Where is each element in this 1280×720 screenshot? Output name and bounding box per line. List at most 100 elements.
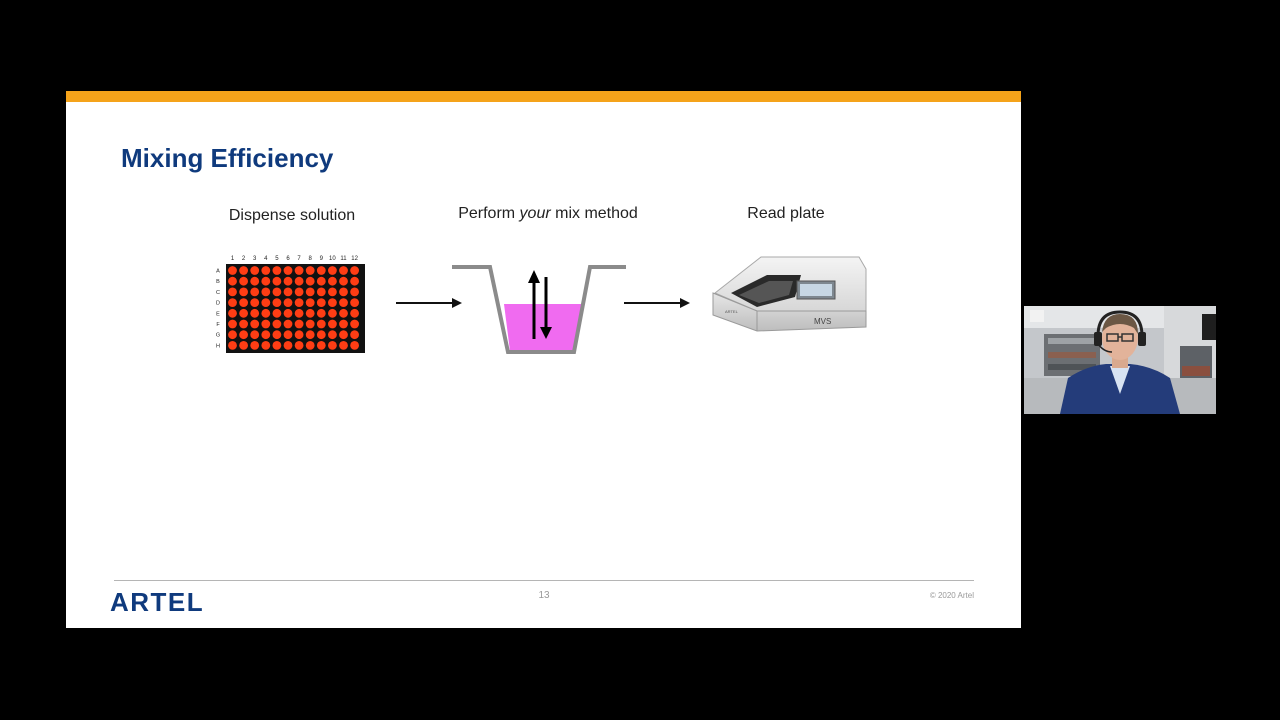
plate-well [272, 276, 282, 286]
plate-well [228, 266, 237, 275]
plate-well [316, 287, 326, 297]
plate-well [239, 319, 248, 329]
plate-well [228, 308, 237, 318]
plate-well [283, 330, 293, 340]
plate-well [350, 319, 359, 329]
up-arrow-icon [528, 270, 540, 283]
plate-well [305, 330, 315, 340]
plate-well [239, 287, 248, 297]
plate-well [250, 341, 260, 350]
plate-well [328, 330, 337, 340]
plate-row-label: F [216, 322, 220, 328]
plate-well [305, 266, 315, 275]
step-label-mix-suffix: mix method [550, 205, 638, 222]
plate-well [294, 298, 304, 307]
plate-well [339, 308, 348, 318]
plate-well [294, 276, 304, 286]
plate-well [228, 330, 237, 340]
step-label-read: Read plate [747, 205, 825, 222]
plate-well [250, 330, 260, 340]
plate-wells [228, 266, 359, 350]
footer-divider [114, 580, 974, 581]
plate-well [261, 287, 271, 297]
copyright-text: © 2020 Artel [929, 591, 974, 600]
plate-well [228, 341, 237, 350]
plate-well [328, 266, 337, 275]
plate-well [239, 276, 248, 286]
plate-well [316, 276, 326, 286]
plate-well [261, 330, 271, 340]
plate-column-label: 4 [264, 256, 268, 262]
plate-well [350, 330, 359, 340]
plate-well [339, 341, 348, 350]
plate-well [339, 287, 348, 297]
plate-well [305, 287, 315, 297]
plate-well [272, 319, 282, 329]
plate-well [228, 287, 237, 297]
plate-well [272, 341, 282, 350]
plate-well [328, 308, 337, 318]
step-label-mix-prefix: Perform [458, 205, 520, 222]
reader-model-label: MVS [814, 317, 831, 326]
plate-well [272, 266, 282, 275]
plate-well [328, 287, 337, 297]
plate-well [316, 319, 326, 329]
plate-well [283, 319, 293, 329]
presentation-slide: Mixing Efficiency Dispense solution Perf… [66, 91, 1021, 628]
plate-row-label: E [216, 311, 220, 317]
plate-well [350, 298, 359, 307]
plate-well [283, 287, 293, 297]
plate-well [339, 266, 348, 275]
presenter-webcam-video[interactable] [1024, 306, 1216, 414]
plate-row-label: D [216, 301, 220, 307]
step-label-mix: Perform your mix method [458, 205, 638, 223]
plate-well [250, 276, 260, 286]
plate-well [239, 341, 248, 350]
plate-well [294, 287, 304, 297]
plate-well [261, 298, 271, 307]
plate-well [294, 266, 304, 275]
plate-well [294, 341, 304, 350]
plate-well [316, 266, 326, 275]
flow-arrow-1 [396, 298, 462, 308]
plate-well [305, 308, 315, 318]
plate-well [339, 330, 348, 340]
plate-well [239, 330, 248, 340]
plate-well [250, 308, 260, 318]
plate-column-label: 8 [309, 256, 313, 262]
plate-row-label: A [216, 269, 220, 275]
down-arrow-icon [540, 327, 552, 339]
plate-well [250, 319, 260, 329]
plate-well [228, 319, 237, 329]
plate-well [250, 287, 260, 297]
plate-well [261, 341, 271, 350]
plate-row-label: C [216, 290, 220, 296]
plate-well [350, 266, 359, 275]
plate-well [350, 308, 359, 318]
plate-well [328, 341, 337, 350]
plate-row-label: G [216, 333, 220, 339]
step-label-mix-emphasis: your [519, 205, 551, 222]
plate-well [316, 330, 326, 340]
plate-well [261, 308, 271, 318]
flow-arrow-2 [624, 298, 690, 308]
plate-well [283, 266, 293, 275]
plate-well [294, 330, 304, 340]
plate-well [316, 298, 326, 307]
plate-well [328, 319, 337, 329]
plate-well [283, 341, 293, 350]
plate-well [316, 341, 326, 350]
plate-well [283, 298, 293, 307]
plate-well [239, 308, 248, 318]
plate-well [316, 308, 326, 318]
plate-well [328, 298, 337, 307]
plate-well [305, 298, 315, 307]
plate-well [339, 298, 348, 307]
plate-column-label: 9 [320, 256, 324, 262]
plate-well [239, 266, 248, 275]
plate-well [272, 330, 282, 340]
plate-well [250, 298, 260, 307]
plate-well [272, 287, 282, 297]
